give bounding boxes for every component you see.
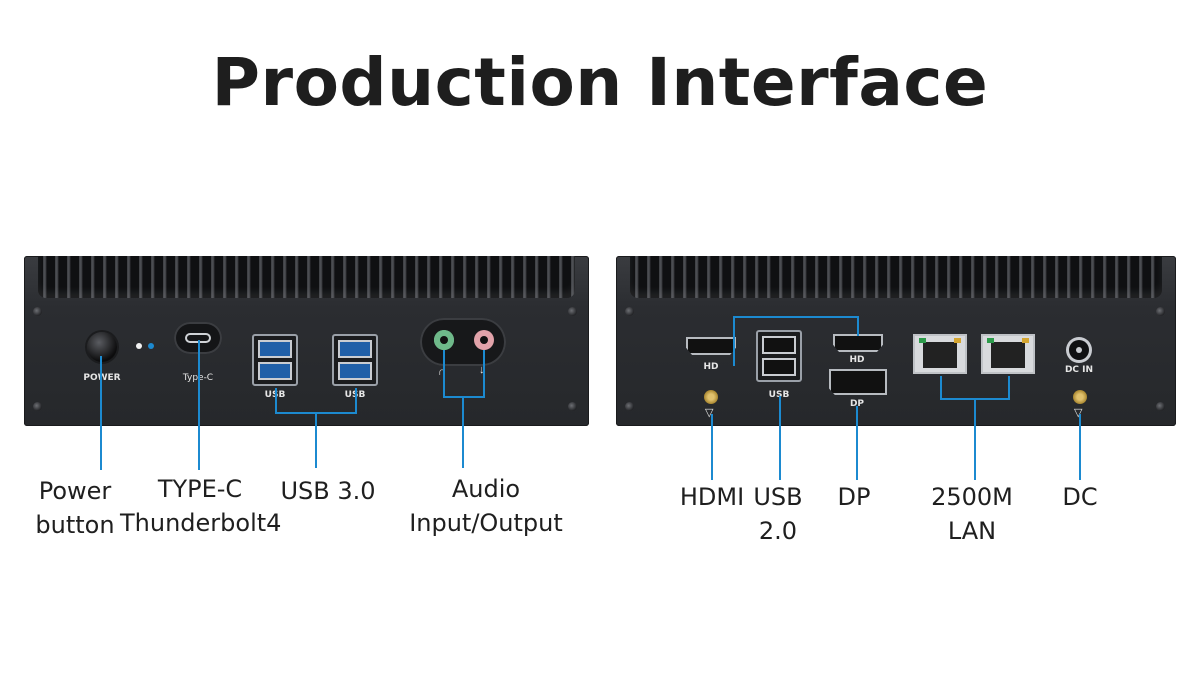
- displayport[interactable]: [829, 369, 887, 395]
- callout-line-usb3-v: [315, 412, 317, 468]
- screw-icon: [625, 307, 634, 316]
- lan-port-2[interactable]: [981, 334, 1035, 374]
- callout-line-usb3-a: [275, 388, 277, 414]
- callout-dp: DP: [837, 483, 871, 511]
- microphone-jack[interactable]: [474, 330, 494, 350]
- power-button[interactable]: [87, 332, 117, 362]
- dcin-label: DC IN: [1064, 365, 1094, 375]
- callout-line-usb3-b: [355, 388, 357, 414]
- callout-line-dc: [1079, 414, 1081, 480]
- screw-icon: [1156, 307, 1165, 316]
- usb3-port-1[interactable]: [252, 334, 298, 386]
- hdmi-small-label-2: HD: [849, 355, 865, 365]
- lan-port-1[interactable]: [913, 334, 967, 374]
- screw-icon: [33, 402, 42, 411]
- dp-small-label: DP: [849, 399, 865, 409]
- antenna-connector-2[interactable]: [1073, 390, 1087, 404]
- callout-line-lan-a: [940, 376, 942, 400]
- heatsink-fins: [630, 256, 1162, 298]
- callout-line-audio-v: [462, 396, 464, 468]
- usb2-port[interactable]: [756, 330, 802, 382]
- callout-line-typec: [198, 340, 200, 470]
- hdmi-port-2[interactable]: [833, 334, 883, 352]
- callout-line-hdmi-v: [711, 414, 713, 480]
- wifi-icon: ▽: [1074, 407, 1083, 419]
- front-panel: POWER Type-C USB USB ∩ ↓: [24, 256, 589, 426]
- callout-usb3: USB 3.0: [280, 477, 376, 505]
- callout-line-usb2: [779, 396, 781, 480]
- rear-panel: HD ▽ USB HD DP DC IN ▽: [616, 256, 1176, 426]
- dc-in-port[interactable]: [1069, 340, 1089, 360]
- screw-icon: [568, 402, 577, 411]
- callout-dc: DC: [1062, 483, 1098, 511]
- headphone-jack[interactable]: [434, 330, 454, 350]
- status-led-blue: [148, 343, 154, 349]
- heatsink-fins: [38, 256, 575, 298]
- page-title: Production Interface: [211, 44, 989, 121]
- callout-line-lan-b: [1008, 376, 1010, 400]
- callout-line-power: [100, 356, 102, 470]
- callout-hdmi: HDMI: [679, 483, 745, 511]
- power-label: POWER: [77, 373, 127, 383]
- callout-line-audio-h: [443, 396, 485, 398]
- wifi-icon: ▽: [705, 407, 714, 419]
- antenna-connector-1[interactable]: [704, 390, 718, 404]
- callout-line-dp: [856, 406, 858, 480]
- callout-line-audio-a: [443, 350, 445, 398]
- callout-line-audio-b: [483, 350, 485, 398]
- screw-icon: [1156, 402, 1165, 411]
- headphone-icon: ∩: [438, 366, 446, 378]
- screw-icon: [568, 307, 577, 316]
- screw-icon: [625, 402, 634, 411]
- hdmi-port-1[interactable]: [686, 337, 736, 355]
- callout-line-lan-v: [974, 398, 976, 480]
- usb-label-rear: USB: [768, 390, 790, 400]
- callout-line-hdmi-b: [857, 316, 859, 336]
- callout-line-hdmi-a: [733, 316, 735, 366]
- status-led-white: [136, 343, 142, 349]
- screw-icon: [33, 307, 42, 316]
- callout-line-hdmi-h: [733, 316, 859, 318]
- microphone-icon: ↓: [479, 364, 485, 376]
- usb3-port-2[interactable]: [332, 334, 378, 386]
- hdmi-small-label-1: HD: [703, 362, 719, 372]
